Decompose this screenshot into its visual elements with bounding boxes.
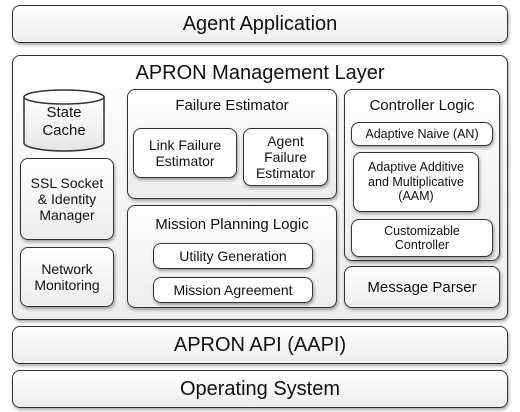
agent-failure-estimator: Agent Failure Estimator: [243, 128, 328, 186]
network-monitoring-label: Network Monitoring: [34, 260, 100, 293]
adaptive-naive-label: Adaptive Naive (AN): [365, 127, 479, 141]
mission-planning-title: Mission Planning Logic: [155, 216, 309, 233]
link-failure-label: Link Failure Estimator: [148, 136, 222, 169]
controller-logic-title: Controller Logic: [369, 97, 475, 114]
message-parser-label: Message Parser: [367, 278, 477, 296]
state-cache-label: State Cache: [42, 104, 86, 139]
ssl-socket-label: SSL Socket & Identity Manager: [30, 174, 104, 224]
link-failure-estimator: Link Failure Estimator: [133, 128, 237, 178]
message-parser: Message Parser: [344, 266, 500, 308]
apron-api-layer: APRON API (AAPI): [12, 326, 508, 364]
adaptive-additive-multiplicative: Adaptive Additive and Multiplicative (AA…: [353, 152, 479, 212]
apron-api-label: APRON API (AAPI): [173, 333, 347, 356]
agent-application-layer: Agent Application: [12, 5, 508, 43]
aam-label: Adaptive Additive and Multiplicative (AA…: [368, 160, 464, 204]
mission-agreement: Mission Agreement: [153, 277, 313, 303]
management-layer-title: APRON Management Layer: [135, 62, 385, 84]
utility-generation-label: Utility Generation: [179, 248, 287, 264]
operating-system-layer: Operating System: [12, 370, 508, 408]
utility-generation: Utility Generation: [153, 243, 313, 269]
state-cache-icon: [23, 89, 105, 152]
operating-system-label: Operating System: [179, 377, 341, 400]
network-monitoring: Network Monitoring: [20, 247, 114, 307]
mission-agreement-label: Mission Agreement: [173, 282, 293, 298]
ssl-socket-identity-manager: SSL Socket & Identity Manager: [20, 158, 114, 240]
customizable-controller-label: Customizable Controller: [384, 223, 460, 252]
agent-failure-label: Agent Failure Estimator: [255, 132, 316, 182]
customizable-controller: Customizable Controller: [351, 219, 493, 257]
agent-application-label: Agent Application: [182, 12, 338, 35]
failure-estimator-title: Failure Estimator: [175, 97, 289, 114]
adaptive-naive: Adaptive Naive (AN): [351, 122, 493, 146]
